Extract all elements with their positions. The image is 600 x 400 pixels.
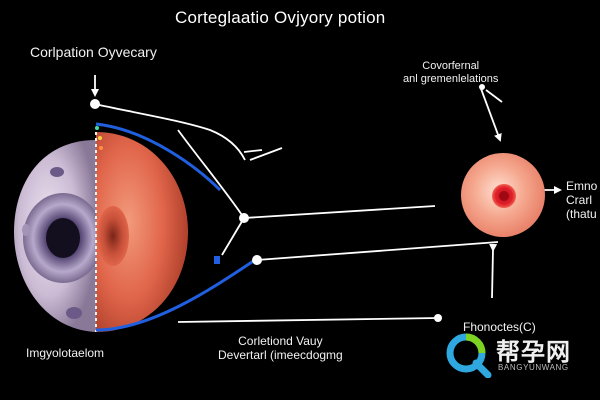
cell-organelle	[50, 167, 64, 177]
label-right-line1: Emno	[566, 179, 598, 193]
small-sphere	[461, 153, 545, 237]
half-sphere	[95, 132, 188, 332]
indicator-dot	[99, 146, 103, 150]
watermark-text-en: BANGYUNWANG	[498, 363, 569, 372]
blue-marker	[214, 256, 220, 264]
watermark-text-cn: 帮孕网	[496, 338, 571, 366]
label-bottom-middle-line1: Corletiond Vauy	[238, 334, 323, 348]
label-bottom-middle: Corletiond Vauy Devertarl (imeecdogmg	[218, 334, 343, 363]
label-top-right-line2: anl gremenlelations	[403, 72, 499, 85]
watermark: 帮孕网 BANGYUNWANG	[444, 332, 580, 378]
label-right-line3: (thatu	[566, 206, 597, 221]
label-bottom-right: Fhonoctes(C)	[463, 320, 536, 334]
indicator-dot	[95, 126, 99, 130]
watermark-logo-icon	[446, 333, 492, 378]
connector-nodes	[90, 84, 485, 322]
indicator-dot	[98, 136, 102, 140]
label-bottom-left: Imgyolotaelom	[26, 346, 105, 360]
label-top-right-line1: Covorfernal	[422, 60, 480, 72]
label-right: Emno Crarl (thatu	[566, 179, 598, 221]
connector-lines	[91, 75, 562, 323]
blue-path-upper	[95, 122, 222, 192]
label-top-right: Covorfernal anl gremenlelations	[403, 60, 498, 85]
label-top-left: Corlpation Oyvecary	[30, 44, 157, 60]
label-right-line2: Crarl	[566, 192, 592, 207]
cell-organelle	[66, 307, 82, 319]
blue-path-lower	[95, 258, 256, 332]
left-cell	[14, 140, 103, 332]
label-bottom-middle-line2: Devertarl (imeecdogmg	[218, 347, 343, 362]
diagram-title: Corteglaatio Ovjyory potion	[175, 8, 386, 27]
